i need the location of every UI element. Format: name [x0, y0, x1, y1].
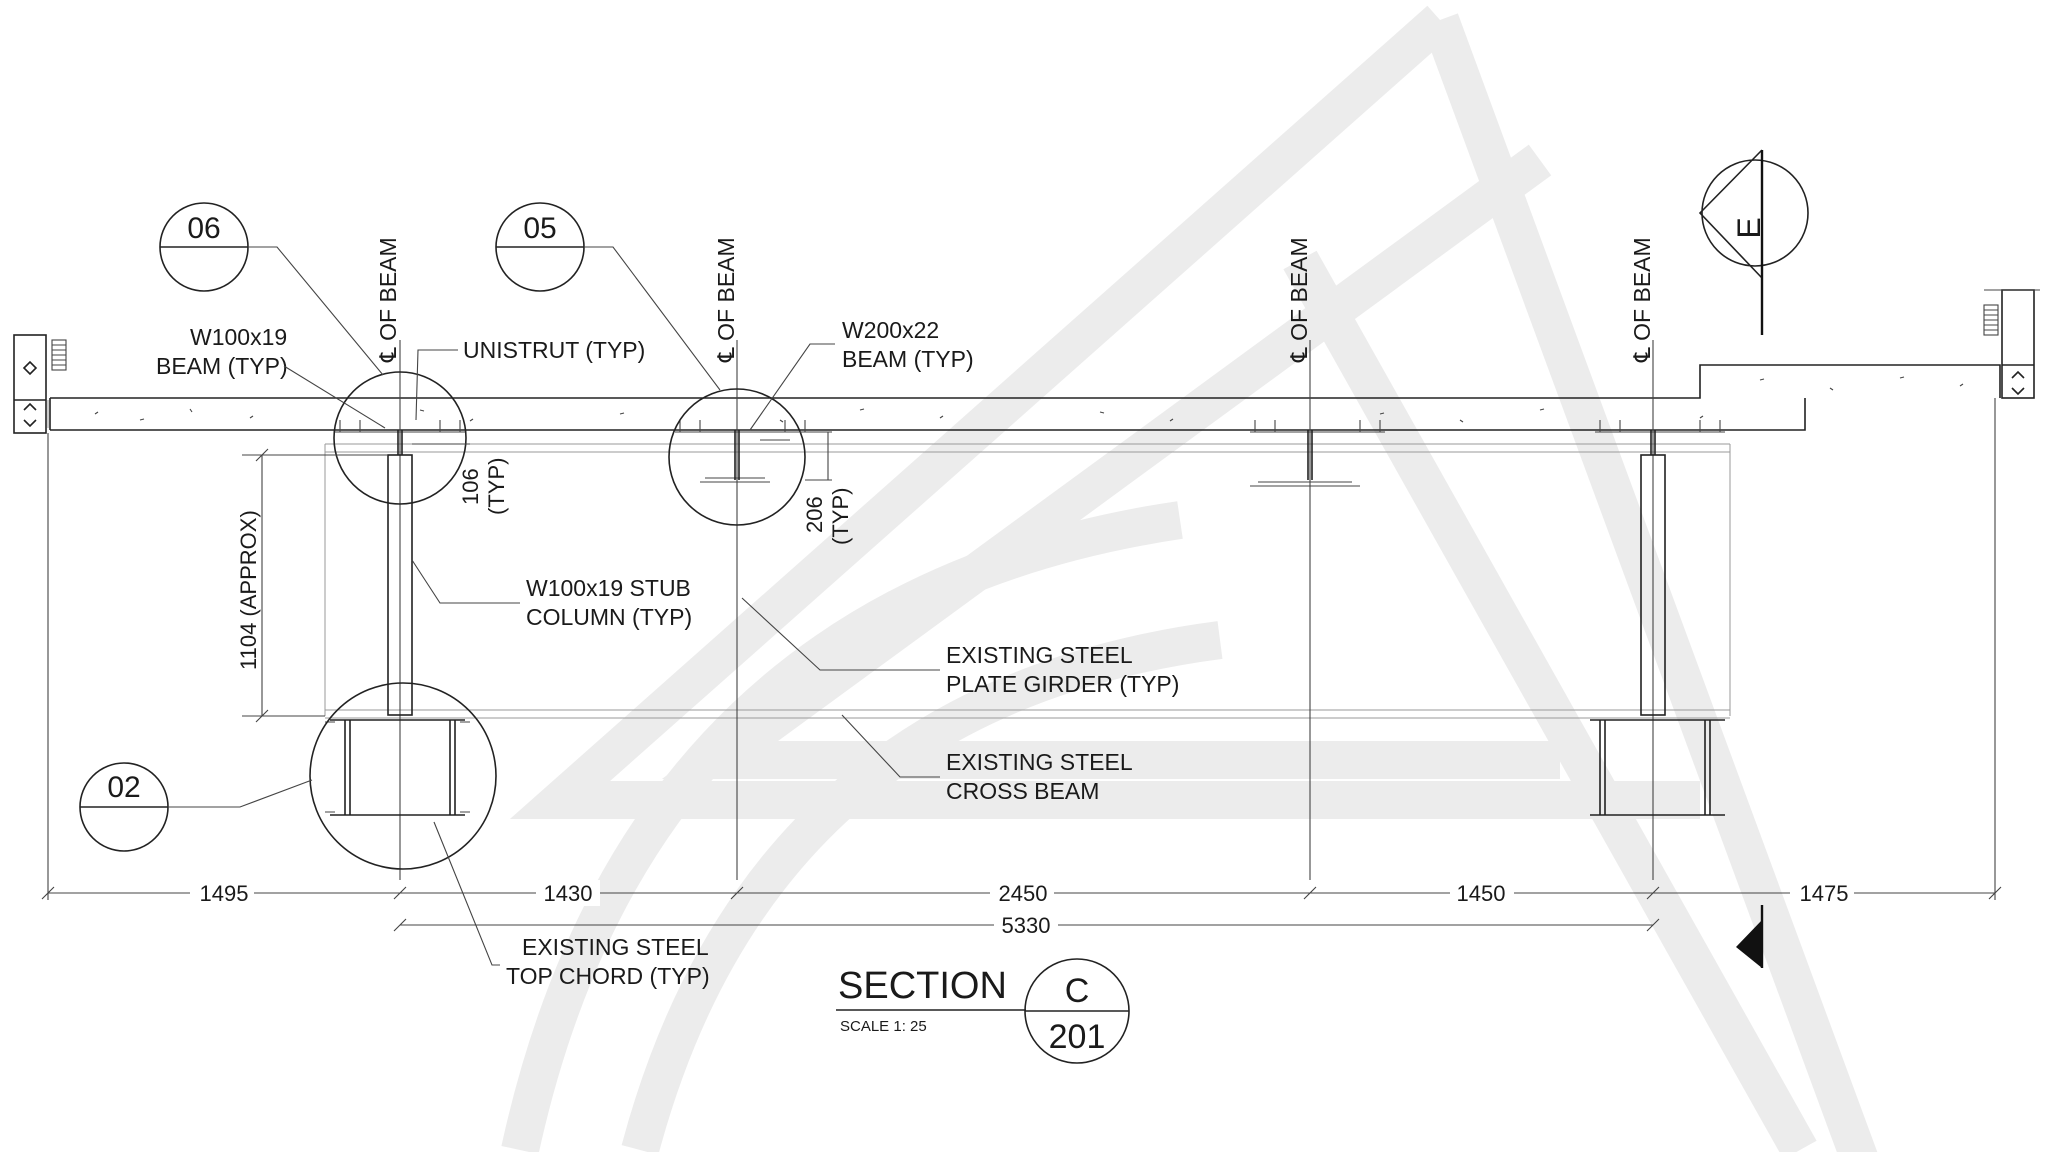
- label-w100-beam-line2: BEAM (TYP): [156, 353, 288, 379]
- dim-1475: 1475: [1800, 881, 1849, 906]
- label-unistrut-text: UNISTRUT (TYP): [463, 337, 645, 363]
- label-plate-girder: EXISTING STEEL PLATE GIRDER (TYP): [741, 597, 1179, 697]
- dimension-string-main: 1495 1430 2450 1450 1475: [41, 398, 2002, 906]
- label-unistrut: UNISTRUT (TYP): [415, 337, 645, 421]
- stub-column-left: [387, 454, 413, 716]
- elevation-marker-letter: E: [1731, 217, 1767, 238]
- section-id: C: [1065, 972, 1090, 1010]
- centerline-label-1: ℄ OF BEAM: [375, 237, 401, 363]
- label-stub-column: W100x19 STUB COLUMN (TYP): [411, 559, 692, 630]
- elevation-marker-e: E: [1698, 149, 1809, 335]
- dim-1430: 1430: [544, 881, 593, 906]
- label-plate-girder-line1: EXISTING STEEL: [946, 642, 1133, 668]
- stub-column-right: [1640, 454, 1666, 716]
- dim-206-value: 206: [802, 496, 827, 533]
- dim-2450: 2450: [999, 881, 1048, 906]
- right-wall: [1983, 289, 2040, 399]
- detail-circle-05: [668, 388, 806, 526]
- label-w100-beam-line1: W100x19: [190, 324, 287, 350]
- section-title: SECTION: [838, 965, 1007, 1007]
- beams: [397, 430, 1656, 480]
- label-cross-beam-line1: EXISTING STEEL: [946, 749, 1133, 775]
- top-chord-left: [325, 719, 470, 816]
- dim-1104: 1104 (APPROX): [236, 448, 388, 723]
- label-w200-beam-line1: W200x22: [842, 317, 939, 343]
- detail-bubble-06-text: 06: [187, 212, 220, 245]
- section-scale: SCALE 1: 25: [840, 1018, 927, 1035]
- label-w100-beam: W100x19 BEAM (TYP): [156, 324, 386, 429]
- dim-106: 106 (TYP): [412, 443, 509, 515]
- label-top-chord: EXISTING STEEL TOP CHORD (TYP): [433, 821, 710, 989]
- centerline-label-3: ℄ OF BEAM: [1286, 237, 1312, 363]
- label-stub-column-line1: W100x19 STUB: [526, 575, 691, 601]
- beam-centerlines: [399, 340, 1654, 880]
- centerline-label-4: ℄ OF BEAM: [1629, 237, 1655, 363]
- detail-bubble-06: 06: [159, 202, 384, 376]
- label-w200-beam-line2: BEAM (TYP): [842, 346, 974, 372]
- dim-206-typ: (TYP): [828, 488, 853, 545]
- detail-bubble-02: 02: [79, 762, 313, 852]
- watermark-logo: [501, 5, 1878, 1152]
- centerline-label-2: ℄ OF BEAM: [713, 237, 739, 363]
- section-sheet: 201: [1049, 1018, 1106, 1056]
- label-top-chord-line1: EXISTING STEEL: [522, 934, 709, 960]
- existing-plate-girder: [324, 439, 1731, 719]
- detail-bubble-05-text: 05: [523, 212, 556, 245]
- label-top-chord-line2: TOP CHORD (TYP): [506, 963, 710, 989]
- top-chord-right: [1590, 719, 1725, 816]
- concrete-slab: [47, 364, 2001, 431]
- detail-circle-06: [333, 371, 467, 505]
- dim-106-typ: (TYP): [484, 458, 509, 515]
- section-title-block: SECTION SCALE 1: 25 C 201: [836, 958, 1130, 1064]
- dim-106-value: 106: [458, 468, 483, 505]
- dim-5330: 5330: [1002, 913, 1051, 938]
- detail-bubble-02-text: 02: [107, 771, 140, 804]
- dimension-string-overall: 5330: [393, 912, 1660, 938]
- label-cross-beam: EXISTING STEEL CROSS BEAM: [841, 714, 1133, 804]
- label-plate-girder-line2: PLATE GIRDER (TYP): [946, 671, 1179, 697]
- section-cut-marker: [1736, 905, 1764, 968]
- label-w200-beam: W200x22 BEAM (TYP): [749, 317, 974, 431]
- detail-bubble-05: 05: [495, 202, 721, 391]
- label-cross-beam-line2: CROSS BEAM: [946, 778, 1099, 804]
- dim-1450: 1450: [1457, 881, 1506, 906]
- dim-206: 206 (TYP): [750, 431, 853, 545]
- label-stub-column-line2: COLUMN (TYP): [526, 604, 692, 630]
- detail-circle-02: [309, 682, 497, 870]
- dim-1495: 1495: [200, 881, 249, 906]
- dim-1104-value: 1104 (APPROX): [236, 510, 261, 670]
- left-wall: [13, 334, 67, 434]
